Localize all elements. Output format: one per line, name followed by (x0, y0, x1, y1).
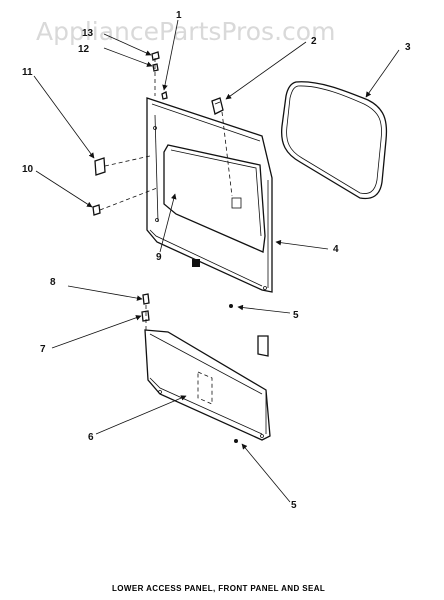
screw-part-5-lower (234, 439, 238, 443)
clip-part-2 (211, 97, 224, 115)
callout-5-lower: 5 (291, 500, 297, 511)
diagram-caption: LOWER ACCESS PANEL, FRONT PANEL AND SEAL (112, 584, 325, 593)
pad-part-11 (94, 157, 106, 176)
callout-12: 12 (78, 44, 90, 55)
screw-part-5-upper (229, 304, 233, 308)
callout-5-upper: 5 (293, 310, 299, 321)
callout-3: 3 (405, 42, 411, 53)
pad-lower-right (257, 335, 269, 357)
leader-lines (33, 19, 400, 503)
screw-part-8 (142, 293, 150, 305)
callout-10: 10 (22, 164, 34, 175)
lower-access-panel (144, 329, 271, 441)
callout-1: 1 (176, 10, 182, 21)
callout-7: 7 (40, 344, 46, 355)
clip-part-7 (141, 310, 150, 322)
clip-part-10 (92, 204, 101, 216)
assembly-line-pad (104, 155, 151, 167)
door-seal (280, 81, 388, 200)
bolt-part-13 (151, 51, 160, 61)
assembly-line-clip (221, 111, 233, 197)
callout-2: 2 (311, 36, 317, 47)
callout-9: 9 (156, 252, 162, 263)
callout-8: 8 (50, 277, 56, 288)
front-panel (146, 97, 273, 293)
callout-6: 6 (88, 432, 94, 443)
callout-11: 11 (22, 67, 33, 78)
screw-part-12 (152, 63, 159, 72)
callout-4: 4 (333, 244, 339, 255)
watermark-text: AppliancePartsPros.com (36, 17, 335, 46)
callout-13: 13 (82, 28, 94, 39)
screw-part-1 (161, 91, 168, 100)
assembly-line-clip-10 (99, 187, 158, 211)
